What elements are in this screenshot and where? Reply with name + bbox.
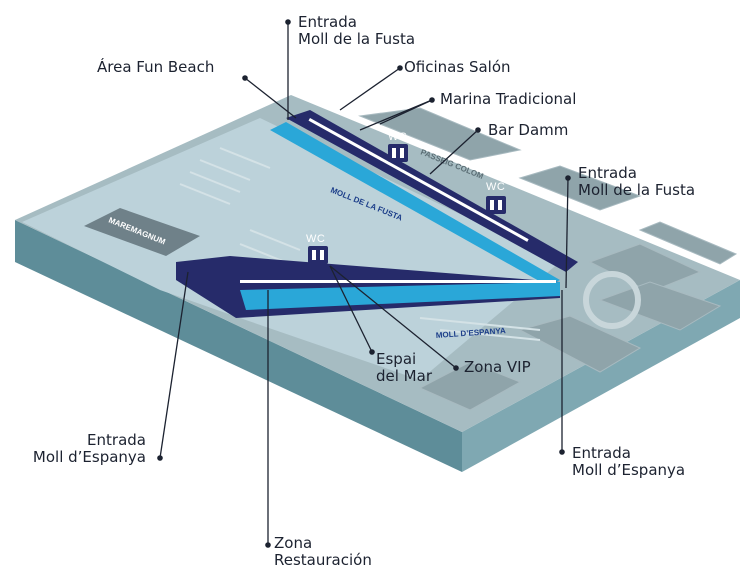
label-bar-damm[interactable]: Bar Damm bbox=[488, 122, 568, 139]
label-line: Moll d’Espanya bbox=[572, 461, 686, 479]
pier-espanya-stalls bbox=[240, 280, 556, 283]
label-line: Entrada bbox=[578, 164, 637, 182]
label-line: Restauración bbox=[274, 551, 372, 569]
wc-marker-2[interactable]: WC bbox=[486, 181, 506, 214]
label-line: Espai bbox=[376, 350, 417, 368]
restroom-icon bbox=[388, 144, 408, 162]
restroom-icon bbox=[486, 196, 506, 214]
restroom-icon bbox=[308, 246, 328, 264]
callout-dots bbox=[157, 19, 571, 548]
wc-marker-1[interactable]: WC bbox=[388, 131, 408, 162]
label-zona-restauracion[interactable]: Zona Restauración bbox=[274, 535, 372, 569]
label-oficinas-salon[interactable]: Oficinas Salón bbox=[404, 59, 511, 76]
roundabout bbox=[583, 271, 641, 329]
label-line: Marina Tradicional bbox=[440, 90, 577, 108]
base-side-left bbox=[15, 220, 462, 472]
label-line: Oficinas Salón bbox=[404, 58, 511, 76]
maremagnum-building bbox=[84, 208, 200, 256]
wc-label: WC bbox=[388, 131, 407, 143]
label-entrada-moll-de-la-fusta-right[interactable]: Entrada Moll de la Fusta bbox=[578, 165, 695, 199]
label-area-fun-beach[interactable]: Área Fun Beach bbox=[97, 59, 214, 76]
city-blocks bbox=[358, 107, 738, 411]
water bbox=[22, 118, 560, 380]
pier-fusta-stalls bbox=[308, 117, 529, 242]
label-zona-vip[interactable]: Zona VIP bbox=[464, 359, 531, 376]
label-line: Área Fun Beach bbox=[97, 58, 215, 76]
label-line: Moll de la Fusta bbox=[578, 181, 696, 199]
callout-lines bbox=[159, 22, 569, 545]
label-espai-del-mar[interactable]: Espai del Mar bbox=[376, 351, 432, 385]
label-entrada-moll-de-la-fusta-top[interactable]: Entrada Moll de la Fusta bbox=[298, 14, 415, 48]
label-marina-tradicional[interactable]: Marina Tradicional bbox=[440, 91, 576, 108]
pier-espanya-cyan bbox=[240, 282, 560, 310]
label-line: Moll de la Fusta bbox=[298, 30, 416, 48]
label-line: del Mar bbox=[376, 367, 432, 385]
wc-label: WC bbox=[486, 181, 505, 193]
pier-moll-de-la-fusta bbox=[286, 110, 578, 272]
label-line: Moll d’Espanya bbox=[32, 448, 146, 466]
label-line: Entrada bbox=[572, 444, 631, 462]
label-line: Zona VIP bbox=[464, 358, 531, 376]
label-entrada-moll-despanya-left[interactable]: Entrada Moll d’Espanya bbox=[14, 432, 146, 466]
label-line: Bar Damm bbox=[488, 121, 569, 139]
pier-fusta-cyan-edge bbox=[270, 122, 560, 286]
wc-marker-3[interactable]: WC bbox=[306, 233, 328, 264]
wc-label: WC bbox=[306, 233, 325, 245]
label-line: Entrada bbox=[87, 431, 146, 449]
label-line: Zona bbox=[274, 534, 313, 552]
label-line: Entrada bbox=[298, 13, 357, 31]
label-entrada-moll-despanya-right[interactable]: Entrada Moll d’Espanya bbox=[572, 445, 685, 479]
base-side-front bbox=[462, 280, 740, 472]
